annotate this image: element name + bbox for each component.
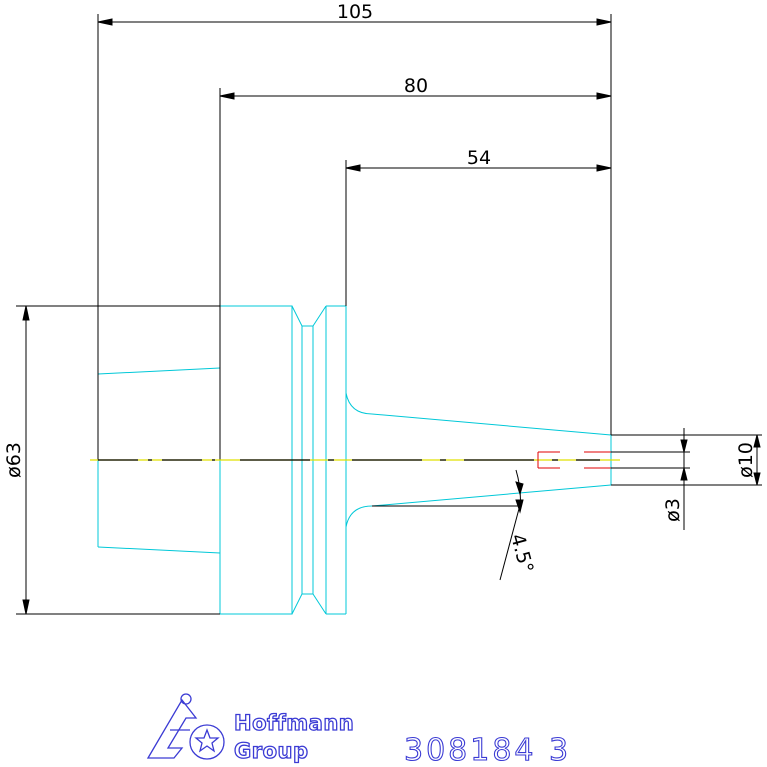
dim-body-length: 54 xyxy=(467,147,491,169)
dim-flange-length: 80 xyxy=(404,75,428,97)
dim-flange-diameter: ø63 xyxy=(3,442,25,478)
hoffmann-logo-icon xyxy=(146,693,225,760)
logo-line1: Hoffmann xyxy=(234,711,354,735)
part-number: 308184 3 xyxy=(404,733,571,767)
dim-overall-length: 105 xyxy=(337,1,373,23)
dim-tip-diameter: ø10 xyxy=(735,442,757,478)
hidden-bore xyxy=(537,451,611,469)
logo-line2: Group xyxy=(234,739,309,763)
dim-taper-angle: 4.5° xyxy=(506,531,538,575)
extension-lines xyxy=(16,14,762,615)
dim-bore-diameter: ø3 xyxy=(662,498,684,522)
dimension-lines xyxy=(22,18,761,615)
